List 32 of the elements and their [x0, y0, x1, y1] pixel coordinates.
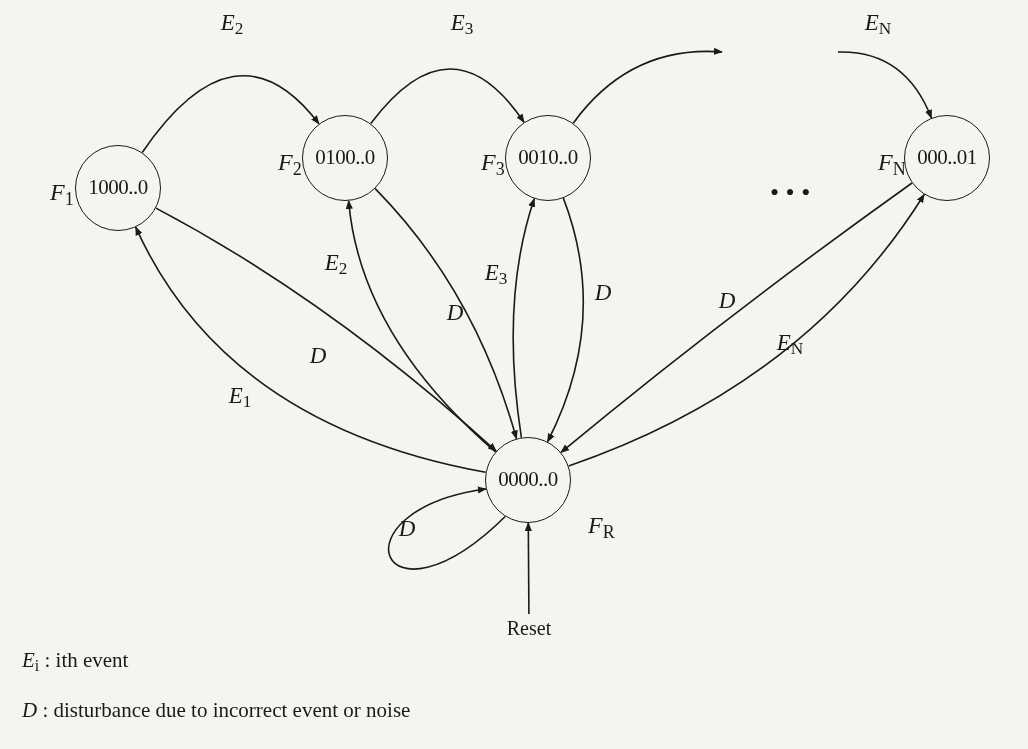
arrow [837, 51, 933, 119]
arrow [134, 226, 487, 474]
arrow [524, 522, 532, 615]
edge-label: D [309, 343, 327, 367]
reset-label: Reset [494, 614, 564, 642]
legend-note: D : disturbance due to incorrect event or noise [22, 700, 411, 721]
edge-label: E$_{2}$ [220, 10, 244, 34]
ellipsis-dots: • • • [770, 180, 811, 206]
arrow [155, 207, 497, 452]
edge-label: D [594, 280, 612, 304]
arrow [546, 197, 585, 443]
arrow [512, 197, 536, 439]
state-name: F$_{2}$ [278, 150, 302, 174]
arrow [388, 487, 506, 570]
edge-label: D [446, 300, 464, 324]
edge-label: E$_{N}$ [776, 330, 804, 354]
edge-label: E$_{N}$ [864, 10, 892, 34]
state-name: F$_{3}$ [481, 150, 505, 174]
edge-label: E$_{3}$ [450, 10, 474, 34]
edge-label: E$_{2}$ [324, 250, 348, 274]
state-name: F$_{1}$ [50, 180, 74, 204]
edge-label: D [398, 516, 416, 540]
edge-label: E$_{3}$ [484, 260, 508, 284]
arrow [369, 68, 525, 125]
edge-label: D [718, 288, 736, 312]
arrow [572, 48, 723, 124]
arrow [346, 199, 497, 453]
legend-note: E$_{i}$ : ith event [22, 650, 129, 671]
state-name: F$_{R}$ [588, 513, 615, 537]
state-name: F$_{N}$ [878, 150, 906, 174]
arrow [141, 75, 320, 154]
edge-label: E$_{1}$ [228, 383, 252, 407]
